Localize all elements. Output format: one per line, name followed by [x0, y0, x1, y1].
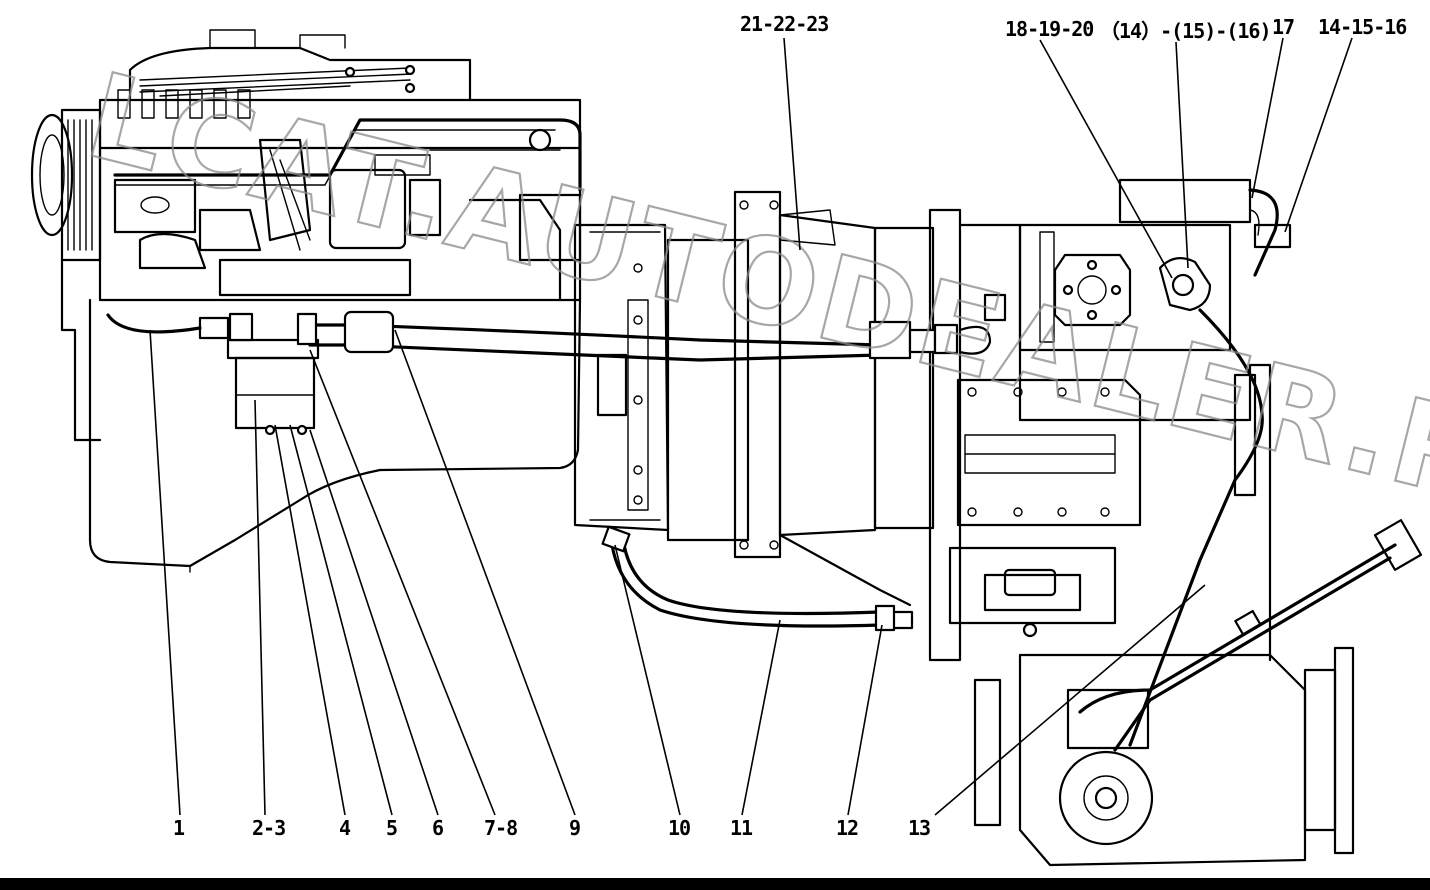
callout-21-22-23: 21-22-23	[740, 12, 828, 36]
callout-7-8: 7-8	[484, 816, 517, 840]
callout-12: 12	[836, 816, 858, 840]
callout-1: 1	[173, 816, 185, 840]
callout-5: 5	[386, 816, 397, 840]
callout-10: 10	[668, 816, 690, 840]
bottom-border-bar	[0, 878, 1430, 890]
callout-4: 4	[339, 816, 351, 840]
callout-14-15-16: 14-15-16	[1318, 15, 1406, 39]
callout-11: 11	[730, 816, 753, 840]
callout-9: 9	[569, 816, 580, 840]
leader-lines	[149, 37, 1353, 816]
torque-converter	[666, 190, 935, 607]
callout-14-15-16-paren: （14）-(15)-(16)	[1100, 19, 1271, 43]
callout-18-19-20: 18-19-20	[1005, 17, 1093, 41]
callout-labels: 1 2-3 4 5 6 7-8 9 10 11 12 13 21-22-23 1…	[173, 12, 1407, 840]
callout-17: 17	[1272, 15, 1294, 39]
callout-6: 6	[432, 816, 443, 840]
callout-13: 13	[908, 816, 930, 840]
engine-assembly	[30, 29, 670, 573]
transmission-assembly	[928, 178, 1423, 867]
callout-2-3: 2-3	[252, 816, 285, 840]
